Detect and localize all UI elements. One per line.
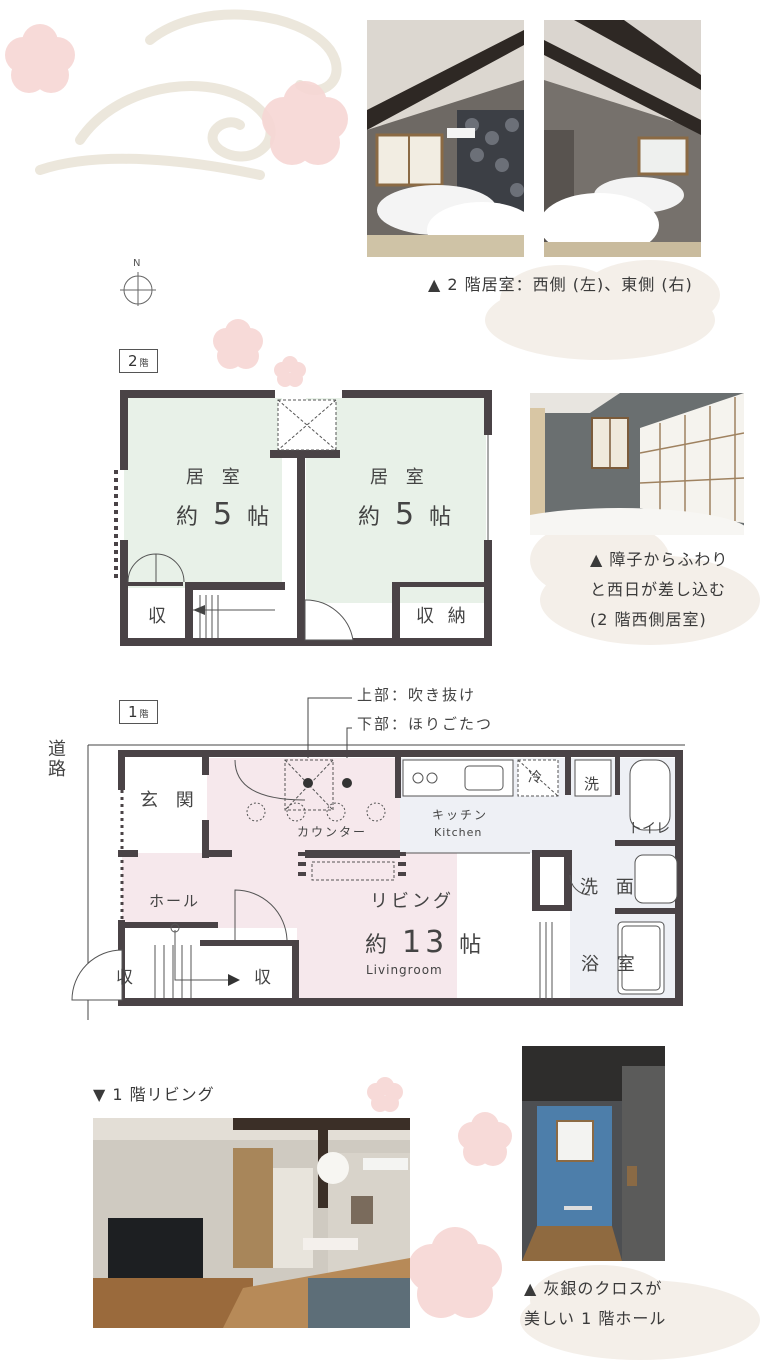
- floor1-living-size-prefix: 約: [365, 933, 392, 958]
- floor1-kitchen-ja: キッチン: [432, 808, 489, 822]
- photo-bedroom-east: [544, 20, 701, 257]
- floor2-walls: [120, 390, 492, 646]
- floor1-road-label: 道路: [48, 739, 66, 780]
- floor2-plan: [114, 390, 492, 646]
- floor1-fridge-label: 冷: [528, 770, 542, 786]
- photo-living-room: [93, 1118, 410, 1328]
- floor1-storage-left: 収: [116, 968, 133, 988]
- floor2-room-left-size-num: 5: [213, 497, 237, 532]
- floor2-tag-number: 2: [128, 352, 138, 370]
- floor1-living-size-num: 13: [402, 925, 449, 960]
- compass: N: [118, 258, 158, 308]
- floor1-washer-label: 洗: [584, 775, 600, 793]
- photo-hall: [522, 1046, 665, 1261]
- floor1-storage-mid: 収: [254, 968, 271, 988]
- floor2-tag-suffix: 階: [139, 359, 149, 369]
- floor1-kitchen-en: Kitchen: [434, 826, 483, 839]
- floor2-room-left-title: 居 室: [186, 467, 246, 488]
- floor1-living-size-unit: 帖: [459, 933, 486, 958]
- caption-shoji-3: (2 階西側居室): [590, 610, 707, 629]
- caption-hall-1: ▲ 灰銀のクロスが: [524, 1279, 663, 1298]
- floor1-bath-label: 浴 室: [581, 954, 641, 975]
- floor2-storage-small: 収: [148, 606, 166, 627]
- floor2-room-right-title: 居 室: [370, 467, 430, 488]
- floor2-room-right-size: 約 5 帖: [358, 497, 455, 532]
- caption-hall-2: 美しい 1 階ホール: [524, 1309, 667, 1328]
- floor1-entrance-label: 玄 関: [140, 790, 200, 811]
- floor1-living-en: Livingroom: [366, 963, 443, 977]
- floor1-plan: [71, 697, 685, 1020]
- compass-north-label: N: [133, 258, 141, 269]
- blossom-ornaments: [5, 24, 512, 1318]
- cloud-ornaments: [485, 260, 760, 1360]
- floor2-room-left-size: 約 5 帖: [176, 497, 273, 532]
- floor1-counter-label: カウンター: [297, 825, 368, 839]
- floor2-room-left-size-unit: 帖: [247, 505, 274, 530]
- caption-shoji-2: と西日が差し込む: [590, 580, 727, 599]
- floor1-toilet-label: トイレ: [628, 821, 670, 837]
- photo-bedroom-west: [367, 20, 524, 257]
- floor1-note-upper: 上部：吹き抜け: [357, 686, 477, 704]
- floor2-room-right-size-num: 5: [395, 497, 419, 532]
- floor1-living-title: リビング: [370, 891, 454, 912]
- floor2-room-right-size-unit: 帖: [429, 505, 456, 530]
- caption-bedrooms: ▲ 2 階居室：西側 (左)、東側 (右): [428, 275, 693, 294]
- floor1-note-lower: 下部：ほりごたつ: [357, 715, 494, 733]
- floor2-storage-large: 収 納: [416, 606, 470, 627]
- floor1-tag-suffix: 階: [139, 710, 149, 720]
- compass-icon: [120, 272, 156, 306]
- floor1-hall-label: ホール: [149, 892, 201, 910]
- photo-shoji-room: [530, 393, 744, 535]
- floor2-room-left-size-prefix: 約: [176, 505, 203, 530]
- floor1-living-size: 約 13 帖: [365, 925, 485, 960]
- caption-shoji-1: ▲ 障子からふわり: [590, 550, 729, 569]
- floor1-washroom-label: 洗 面: [580, 877, 640, 898]
- floor1-tag-number: 1: [128, 703, 138, 721]
- caption-living: ▼ 1 階リビング: [93, 1085, 215, 1104]
- floor2-room-right-size-prefix: 約: [358, 505, 385, 530]
- floor2-room-left-fill: [124, 398, 282, 588]
